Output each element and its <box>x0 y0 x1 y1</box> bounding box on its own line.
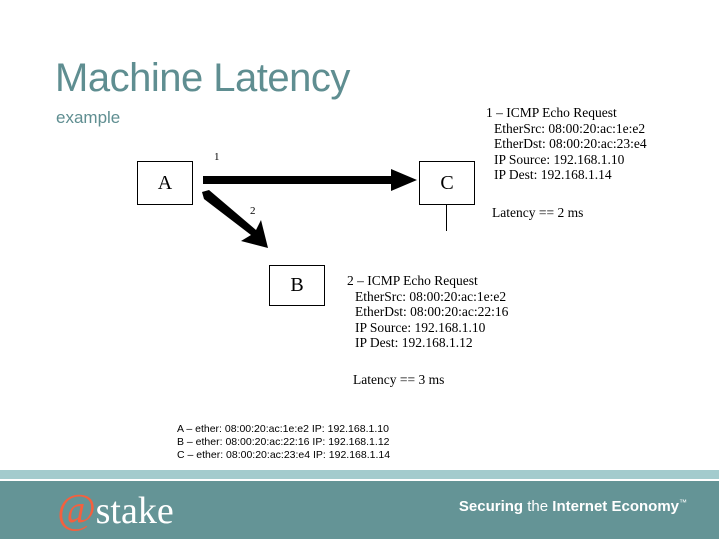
node-box-b: B <box>269 265 325 306</box>
footer-tagline: Securing the Internet Economy™ <box>459 498 687 515</box>
footer-band <box>0 481 719 539</box>
packet-2-header: 2 – ICMP Echo Request <box>347 273 478 288</box>
packet-details-2: 2 – ICMP Echo Request EtherSrc: 08:00:20… <box>347 273 508 351</box>
packet-1-header: 1 – ICMP Echo Request <box>486 105 617 120</box>
packet-details-1: 1 – ICMP Echo Request EtherSrc: 08:00:20… <box>486 105 647 183</box>
packet-2-ether-dst: EtherDst: 08:00:20:ac:22:16 <box>355 304 509 319</box>
arrow-label-2: 2 <box>250 205 256 217</box>
arrow-label-1: 1 <box>214 151 220 163</box>
packet-1-ether-dst: EtherDst: 08:00:20:ac:23:e4 <box>494 136 647 151</box>
brand-name: stake <box>95 490 174 532</box>
packet-1-ip-dest: IP Dest: 192.168.1.14 <box>494 167 612 182</box>
latency-value-1: Latency == 2 ms <box>492 205 584 220</box>
host-legend-row-b: B – ether: 08:00:20:ac:22:16 IP: 192.168… <box>177 436 390 448</box>
page-subtitle: example <box>56 108 121 127</box>
node-box-a: A <box>137 161 193 205</box>
tagline-word-1: Securing <box>458 498 524 515</box>
node-c-stem-line <box>446 205 447 231</box>
tagline-trademark: ™ <box>679 498 687 507</box>
latency-value-2: Latency == 3 ms <box>353 372 445 387</box>
host-legend: A – ether: 08:00:20:ac:1e:e2 IP: 192.168… <box>177 423 390 462</box>
node-box-c: C <box>419 161 475 205</box>
packet-2-ip-dest: IP Dest: 192.168.1.12 <box>355 335 473 350</box>
brand-logo: @stake <box>57 487 174 534</box>
tagline-word-2: the <box>527 498 549 515</box>
arrow-a-to-c-icon <box>203 169 417 191</box>
tagline-word-3: Internet <box>552 498 608 515</box>
page-title: Machine Latency <box>55 56 350 100</box>
packet-2-ip-source: IP Source: 192.168.1.10 <box>355 319 486 335</box>
host-legend-row-c: C – ether: 08:00:20:ac:23:e4 IP: 192.168… <box>177 449 391 461</box>
tagline-word-4: Economy <box>611 498 679 515</box>
node-label-b: B <box>290 274 304 296</box>
brand-at-glyph: @ <box>57 487 96 533</box>
packet-2-ether-src: EtherSrc: 08:00:20:ac:1e:e2 <box>355 288 507 304</box>
node-label-c: C <box>440 171 454 194</box>
node-label-a: A <box>157 171 173 194</box>
packet-1-ip-source: IP Source: 192.168.1.10 <box>494 151 625 167</box>
arrow-a-to-b-icon <box>202 190 268 248</box>
footer-accent-band <box>0 470 719 479</box>
packet-1-ether-src: EtherSrc: 08:00:20:ac:1e:e2 <box>494 120 646 136</box>
host-legend-row-a: A – ether: 08:00:20:ac:1e:e2 IP: 192.168… <box>177 423 389 435</box>
